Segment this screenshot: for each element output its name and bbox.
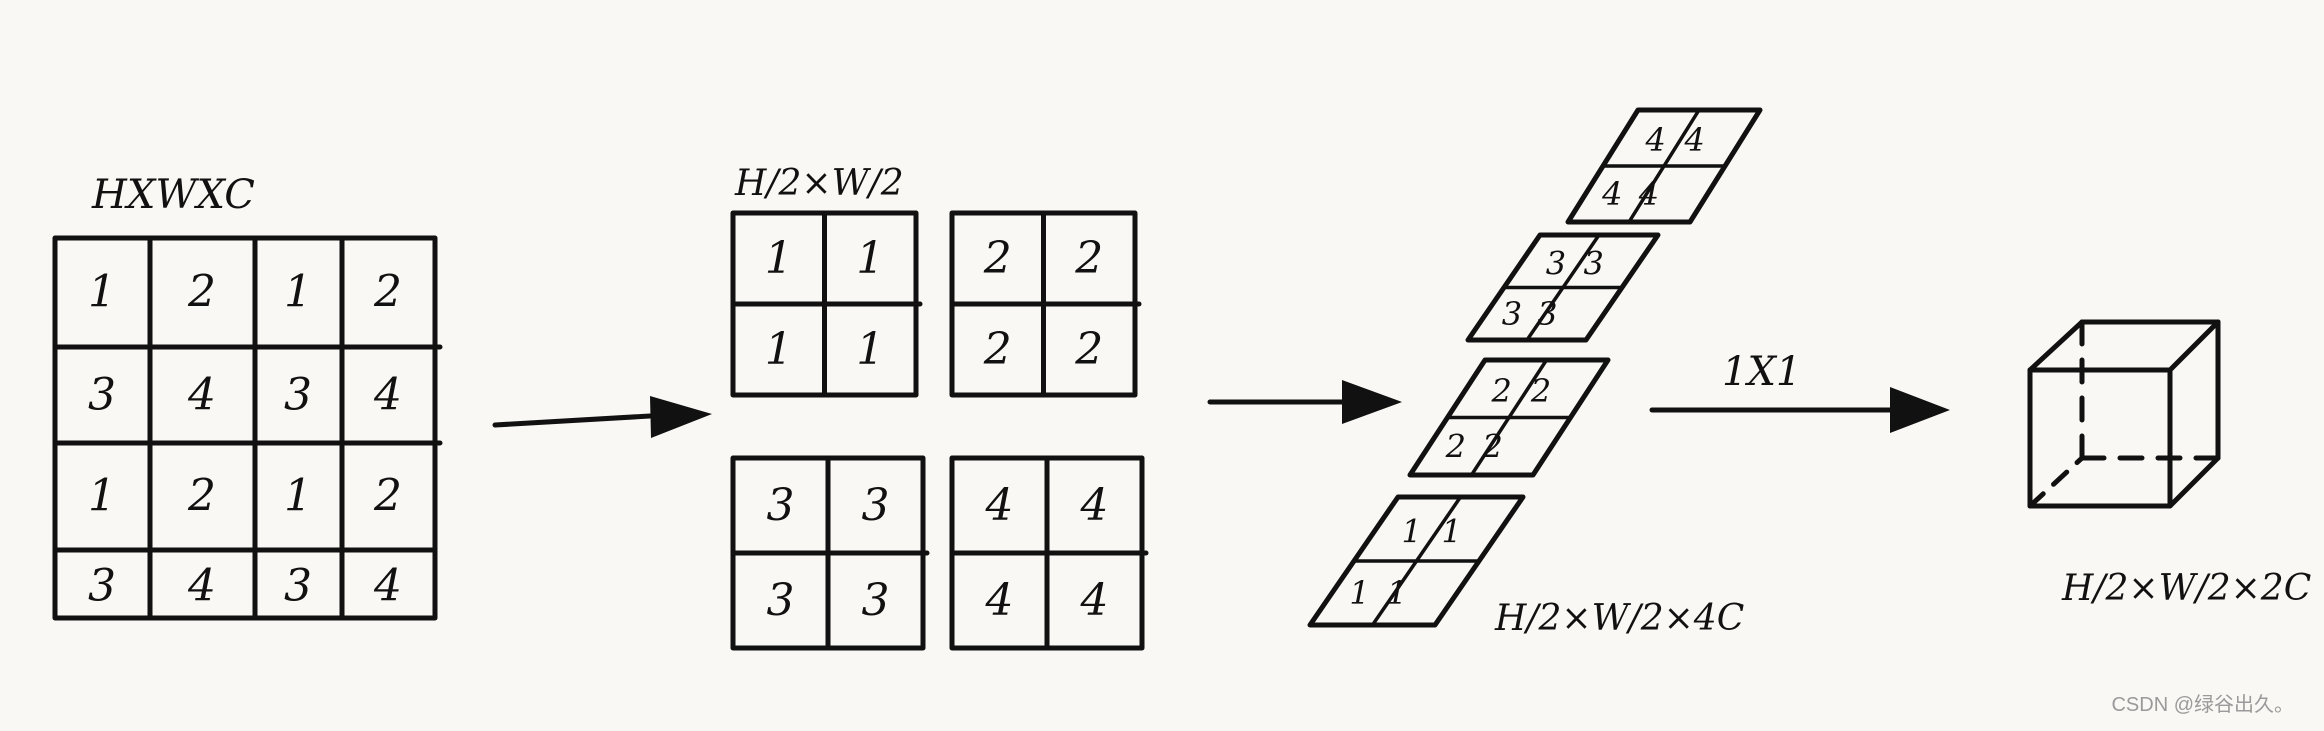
input-grid bbox=[52, 235, 443, 621]
stack-layer-number: 4 bbox=[1601, 175, 1622, 213]
grid-cell-number: 3 bbox=[284, 561, 312, 612]
grid-cell-number: 2 bbox=[373, 267, 402, 318]
sub-grid-number: 3 bbox=[767, 575, 795, 626]
grid-cell-number: 2 bbox=[187, 267, 216, 318]
stack-layer-frame bbox=[1465, 232, 1661, 343]
grid-cell-number: 1 bbox=[284, 471, 312, 522]
stack-layer-number: 2 bbox=[1445, 427, 1466, 465]
input-dims-label: HXWXC bbox=[91, 172, 255, 218]
sub-grid-2: 2 2 2 2 bbox=[949, 210, 1142, 398]
stack-layer-number: 4 bbox=[1638, 175, 1659, 213]
sub-grid-number: 4 bbox=[1080, 575, 1109, 626]
stack-layer-number: 3 bbox=[1537, 295, 1557, 333]
grid-cell-number: 1 bbox=[88, 267, 116, 318]
output-dims-label: H/2×W/2×2C . bbox=[2061, 568, 2324, 609]
stack-layer-number: 1 bbox=[1349, 574, 1369, 612]
stack-layer-number: 3 bbox=[1584, 244, 1604, 282]
grid-cell-number: 3 bbox=[88, 561, 116, 612]
half-dims-label: H/2×W/2 bbox=[734, 163, 904, 204]
sub-grids: 1 1 1 1 2 2 2 2 3 3 3 3 4 4 4 4 bbox=[730, 210, 1149, 651]
grid-cell-number: 2 bbox=[373, 471, 402, 522]
sub-grid-number: 1 bbox=[856, 324, 884, 375]
grid-cell-number: 1 bbox=[284, 267, 312, 318]
sub-grid-number: 3 bbox=[862, 575, 890, 626]
grid-cell-number: 4 bbox=[187, 561, 216, 612]
watermark: CSDN @绿谷出久。 bbox=[2111, 694, 2294, 716]
sub-grid-number: 2 bbox=[983, 233, 1012, 284]
stack-layer-number: 4 bbox=[1684, 121, 1705, 159]
sub-grid-number: 2 bbox=[1074, 324, 1103, 375]
sub-grid-number: 3 bbox=[767, 480, 795, 531]
output-cube bbox=[2027, 319, 2221, 509]
grid-cell-number: 4 bbox=[187, 370, 216, 421]
input-grid-cells: 1 2 1 2 3 4 3 4 1 2 1 2 3 4 3 4 bbox=[88, 267, 402, 612]
sub-grid-number: 2 bbox=[1074, 233, 1103, 284]
sub-grid-number: 1 bbox=[856, 233, 884, 284]
stack-layer-number: 1 bbox=[1442, 513, 1462, 551]
sub-grid-4: 4 4 4 4 bbox=[949, 455, 1149, 651]
stack-layer-number: 3 bbox=[1502, 295, 1522, 333]
grid-cell-number: 3 bbox=[284, 370, 312, 421]
arrow-1 bbox=[492, 413, 653, 428]
grid-cell-number: 2 bbox=[187, 471, 216, 522]
sub-grid-number: 4 bbox=[985, 575, 1014, 626]
stacked-dims-label: H/2×W/2×4C bbox=[1494, 598, 1744, 639]
stack-layer-number: 3 bbox=[1546, 244, 1566, 282]
sub-grid-number: 4 bbox=[985, 480, 1014, 531]
stack-layer-number: 2 bbox=[1530, 372, 1551, 410]
stack-layer-number: 1 bbox=[1402, 513, 1422, 551]
sub-grid-number: 4 bbox=[1080, 480, 1109, 531]
sub-grid-number: 3 bbox=[862, 480, 890, 531]
sub-grid-number: 1 bbox=[765, 324, 793, 375]
arrow-1-head bbox=[650, 396, 712, 438]
stack-layer-number: 4 bbox=[1645, 121, 1666, 159]
stack-layer-frame bbox=[1307, 494, 1526, 628]
grid-cell-number: 4 bbox=[373, 561, 402, 612]
stack-layer-frame bbox=[1565, 107, 1763, 225]
grid-cell-number: 4 bbox=[373, 370, 402, 421]
conv-1x1-label: 1X1 bbox=[1722, 349, 1801, 395]
grid-cell-number: 3 bbox=[88, 370, 116, 421]
sub-grid-1: 1 1 1 1 bbox=[730, 210, 923, 398]
stack-layer-number: 2 bbox=[1490, 372, 1511, 410]
grid-cell-number: 1 bbox=[88, 471, 116, 522]
stack-layer-frame bbox=[1407, 357, 1611, 478]
stack-layer-number: 2 bbox=[1482, 427, 1503, 465]
sub-grid-3: 3 3 3 3 bbox=[730, 455, 930, 651]
arrow-2-head bbox=[1342, 380, 1402, 424]
stack-layer-number: 1 bbox=[1387, 574, 1407, 612]
sub-grid-number: 1 bbox=[765, 233, 793, 284]
sub-grid-number: 2 bbox=[983, 324, 1012, 375]
arrow-3-head bbox=[1890, 387, 1950, 433]
